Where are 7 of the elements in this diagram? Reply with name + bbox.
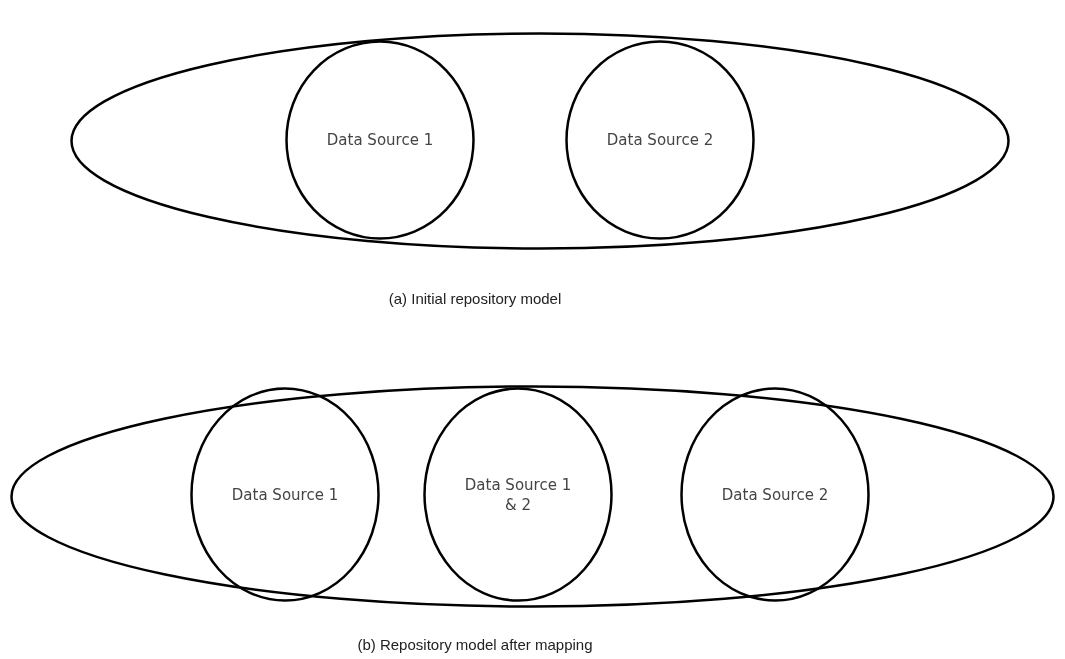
node-label: Data Source 2 <box>605 130 715 150</box>
figure-caption: (a) Initial repository model <box>388 290 562 307</box>
node-label: Data Source 1 & 2 <box>463 474 573 515</box>
figure-caption: (b) Repository model after mapping <box>357 636 593 653</box>
node-label: Data Source 1 <box>325 130 435 150</box>
node-label: Data Source 1 <box>230 484 340 505</box>
node-label: Data Source 2 <box>720 484 830 505</box>
